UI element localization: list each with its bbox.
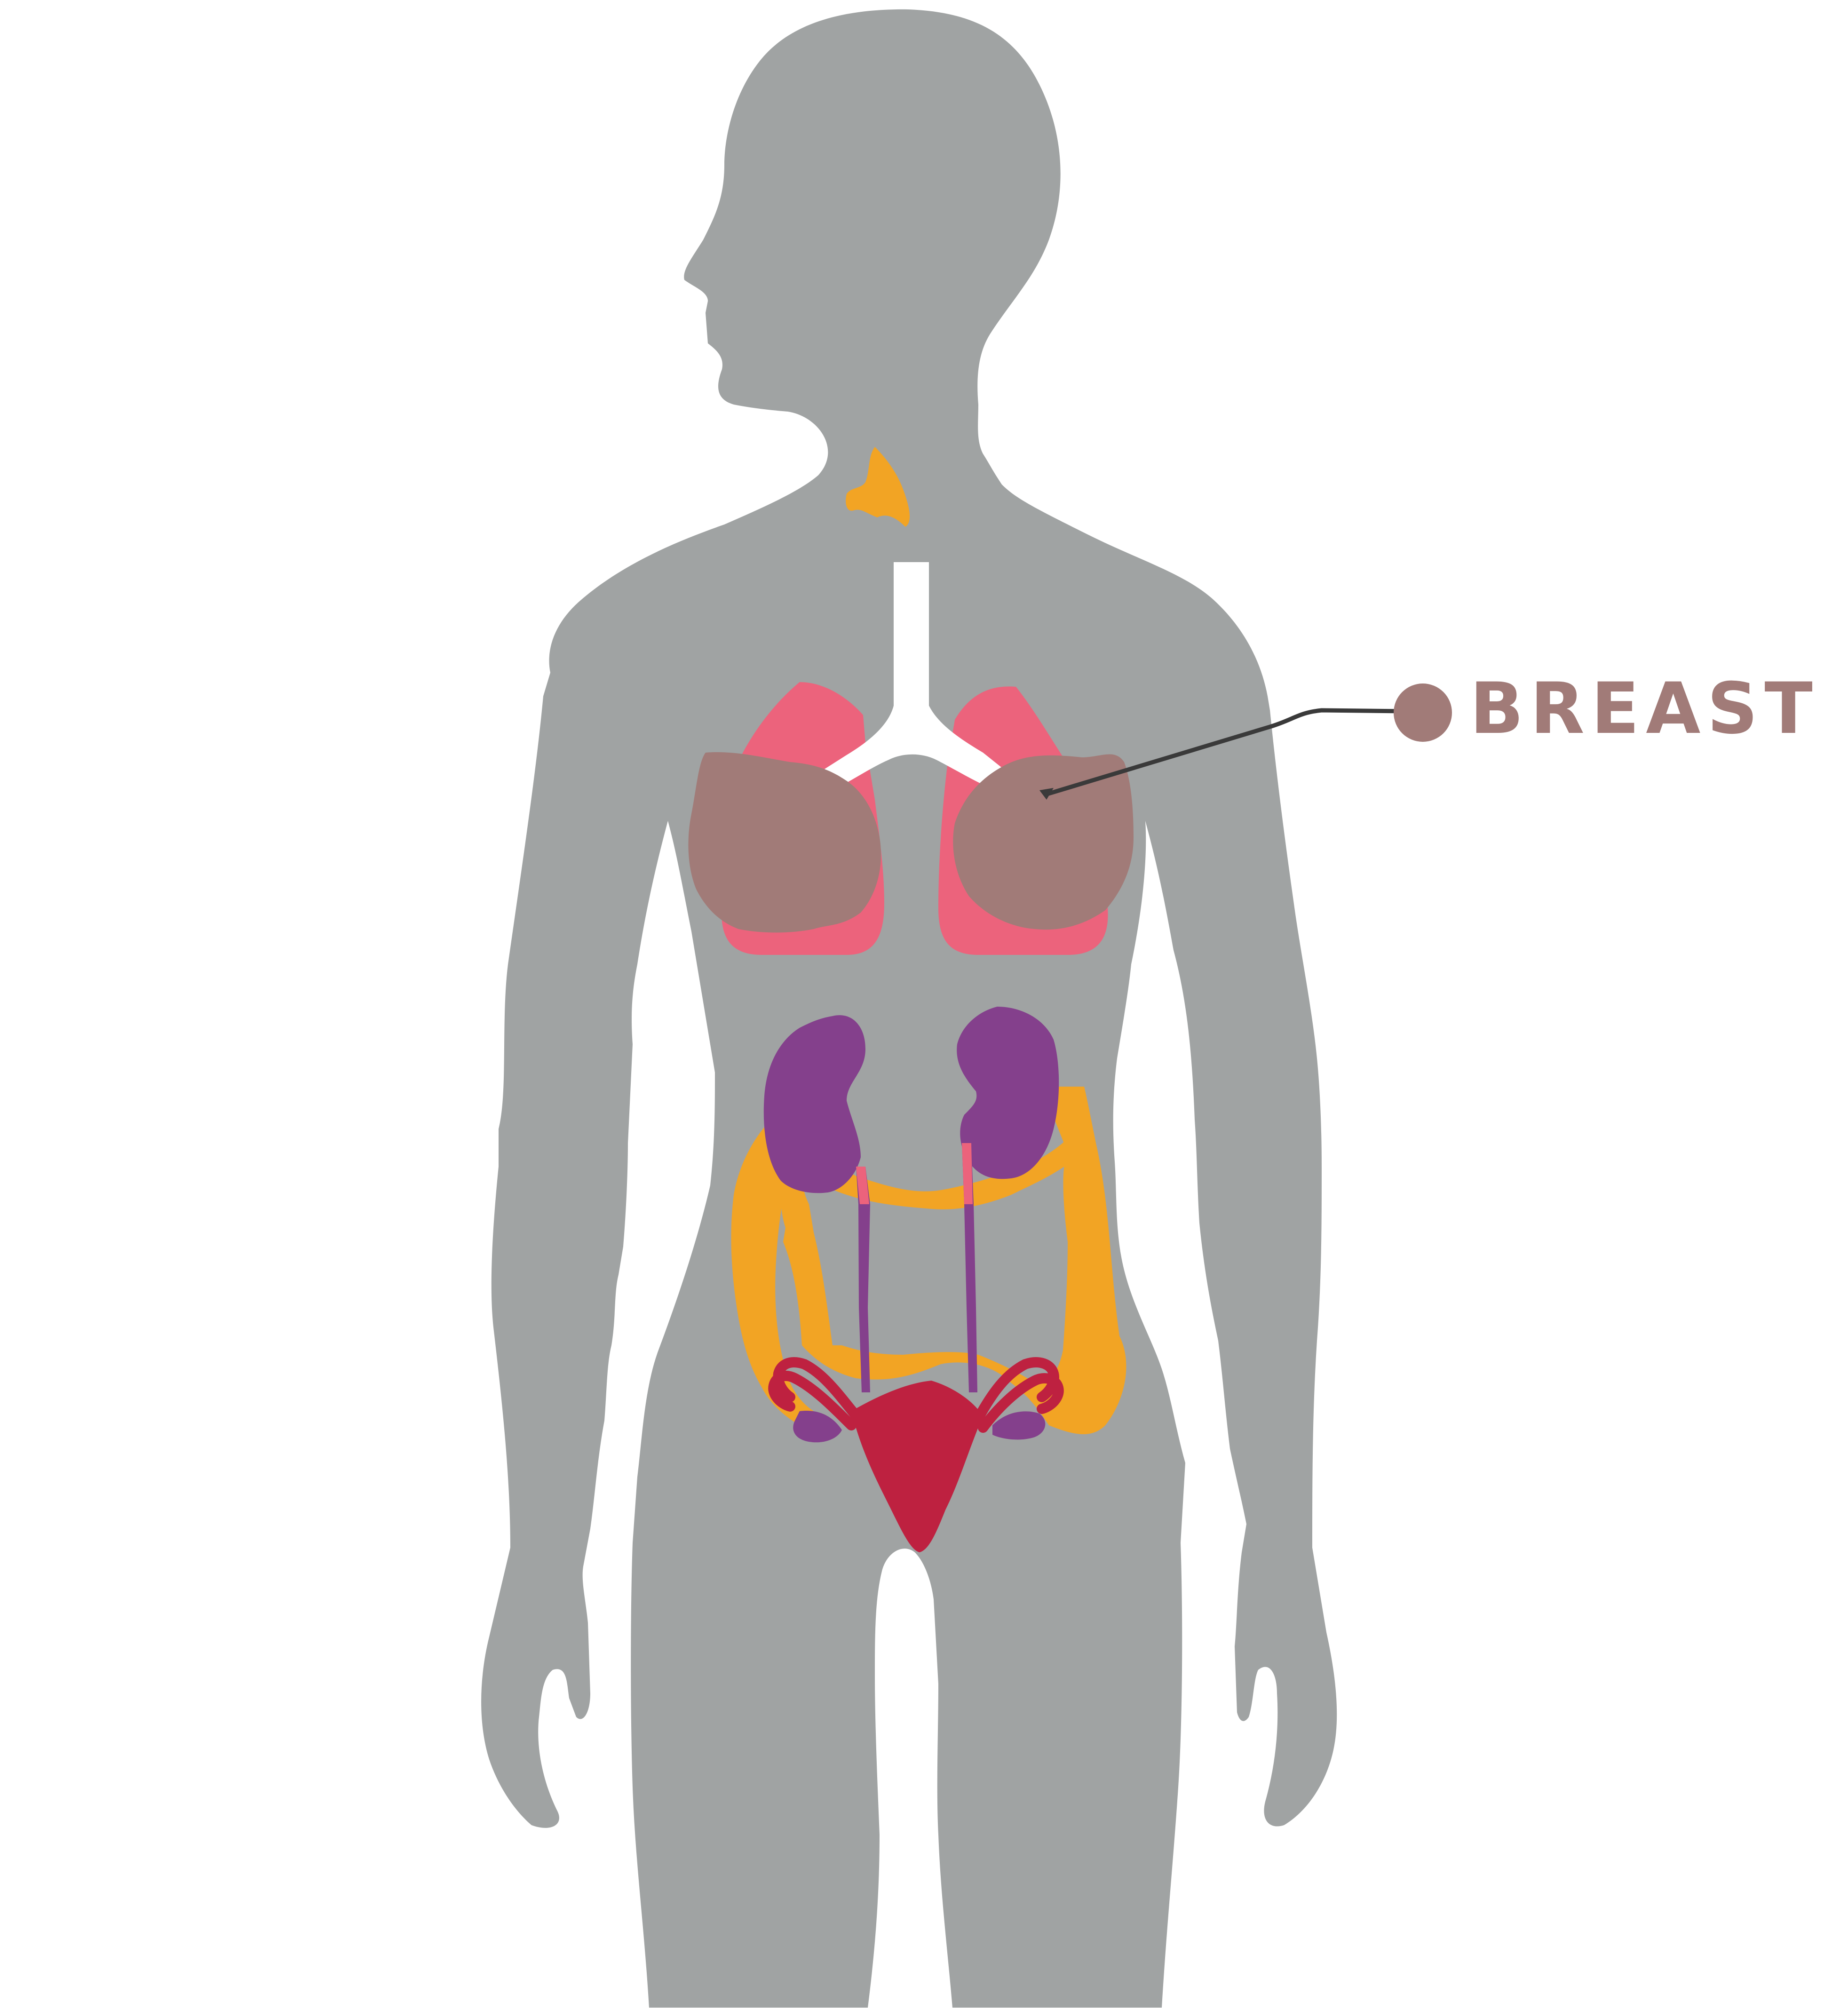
- kidney-icon-left: [957, 1007, 1059, 1179]
- breast-icon-right: [688, 752, 881, 933]
- ovary-right: [793, 1411, 842, 1443]
- callout-pointer: [1039, 788, 1054, 800]
- breast-label: BREAST: [1470, 668, 1819, 750]
- ureter-left-upper: [962, 1143, 973, 1204]
- trachea-icon: [821, 562, 1007, 790]
- breast-marker-dot: [1394, 683, 1452, 742]
- fallopian-tube-left-inner: [978, 1373, 1064, 1433]
- colon-descending: [731, 1120, 814, 1428]
- ureter-left: [962, 1143, 977, 1392]
- fallopian-tube-right-inner: [768, 1371, 857, 1430]
- ureter-right-upper: [856, 1167, 869, 1204]
- ovary-left: [992, 1411, 1046, 1440]
- ureter-right: [856, 1167, 870, 1392]
- thyroid-icon: [846, 447, 910, 527]
- kidney-icon-right: [763, 1015, 865, 1193]
- callout-line: [1043, 708, 1407, 797]
- uterus-icon: [851, 1381, 983, 1552]
- breast-icon-left: [953, 754, 1134, 930]
- colon-transverse: [771, 1129, 1077, 1209]
- body-silhouette: [481, 9, 1337, 2008]
